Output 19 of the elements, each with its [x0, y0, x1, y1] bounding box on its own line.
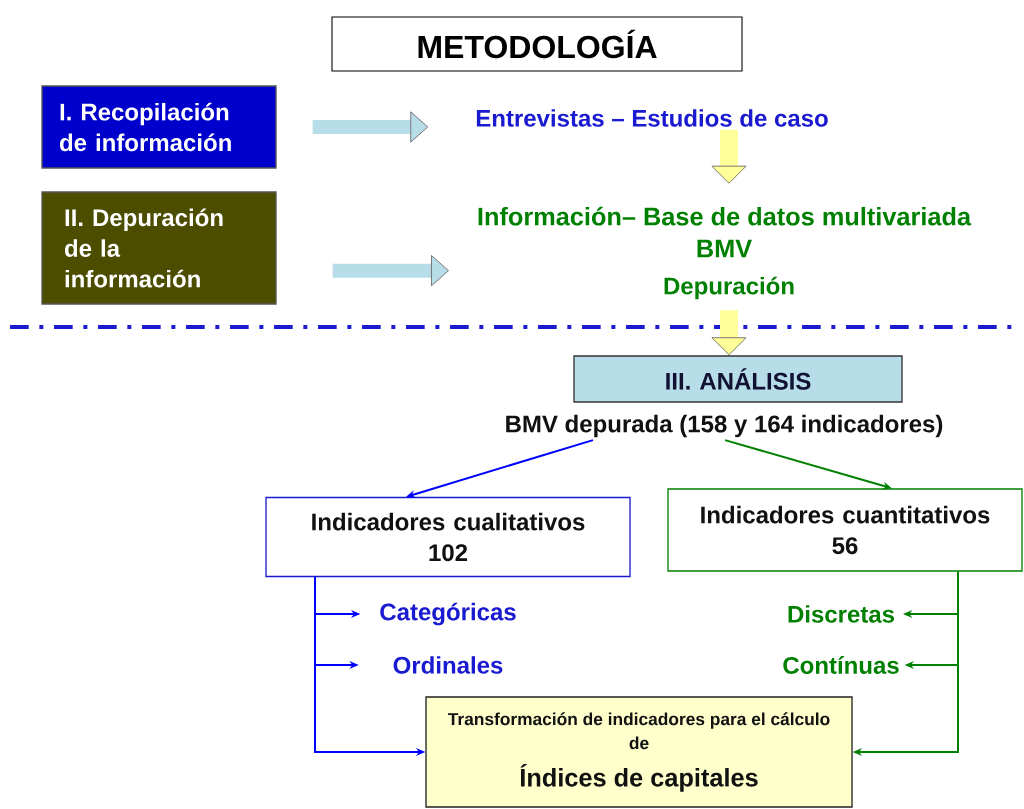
- category-box: Indicadores cualitativos 102: [265, 496, 631, 578]
- block-arrow: [312, 111, 429, 143]
- type-label: Discretas: [788, 605, 895, 623]
- result-box: Transformación de indicadores para el cálculo de Índices de capitales: [425, 696, 853, 808]
- dataset-text: BMV depurada (158 y 164 indicadores): [506, 414, 943, 438]
- method-text: Entrevistas – Estudios de caso: [476, 109, 828, 127]
- stage-box: II. Depuración de la información: [41, 191, 277, 305]
- block-arrow: [332, 255, 449, 287]
- title-box: METODOLOGÍA: [331, 16, 743, 72]
- process-text: Información– Base de datos multivariada BMV: [478, 206, 972, 258]
- block-arrow: [711, 310, 747, 356]
- stage-box: III. ANÁLISIS: [573, 355, 903, 403]
- type-label: Contínuas: [783, 656, 899, 674]
- type-label: Categóricas: [380, 602, 516, 626]
- block-arrow: [711, 129, 747, 184]
- stage-box: I. Recopilación de información: [41, 85, 277, 169]
- process-text: Depuración: [664, 276, 794, 300]
- category-box: Indicadores cuantitativos 56: [667, 488, 1023, 572]
- type-label: Ordinales: [393, 656, 503, 674]
